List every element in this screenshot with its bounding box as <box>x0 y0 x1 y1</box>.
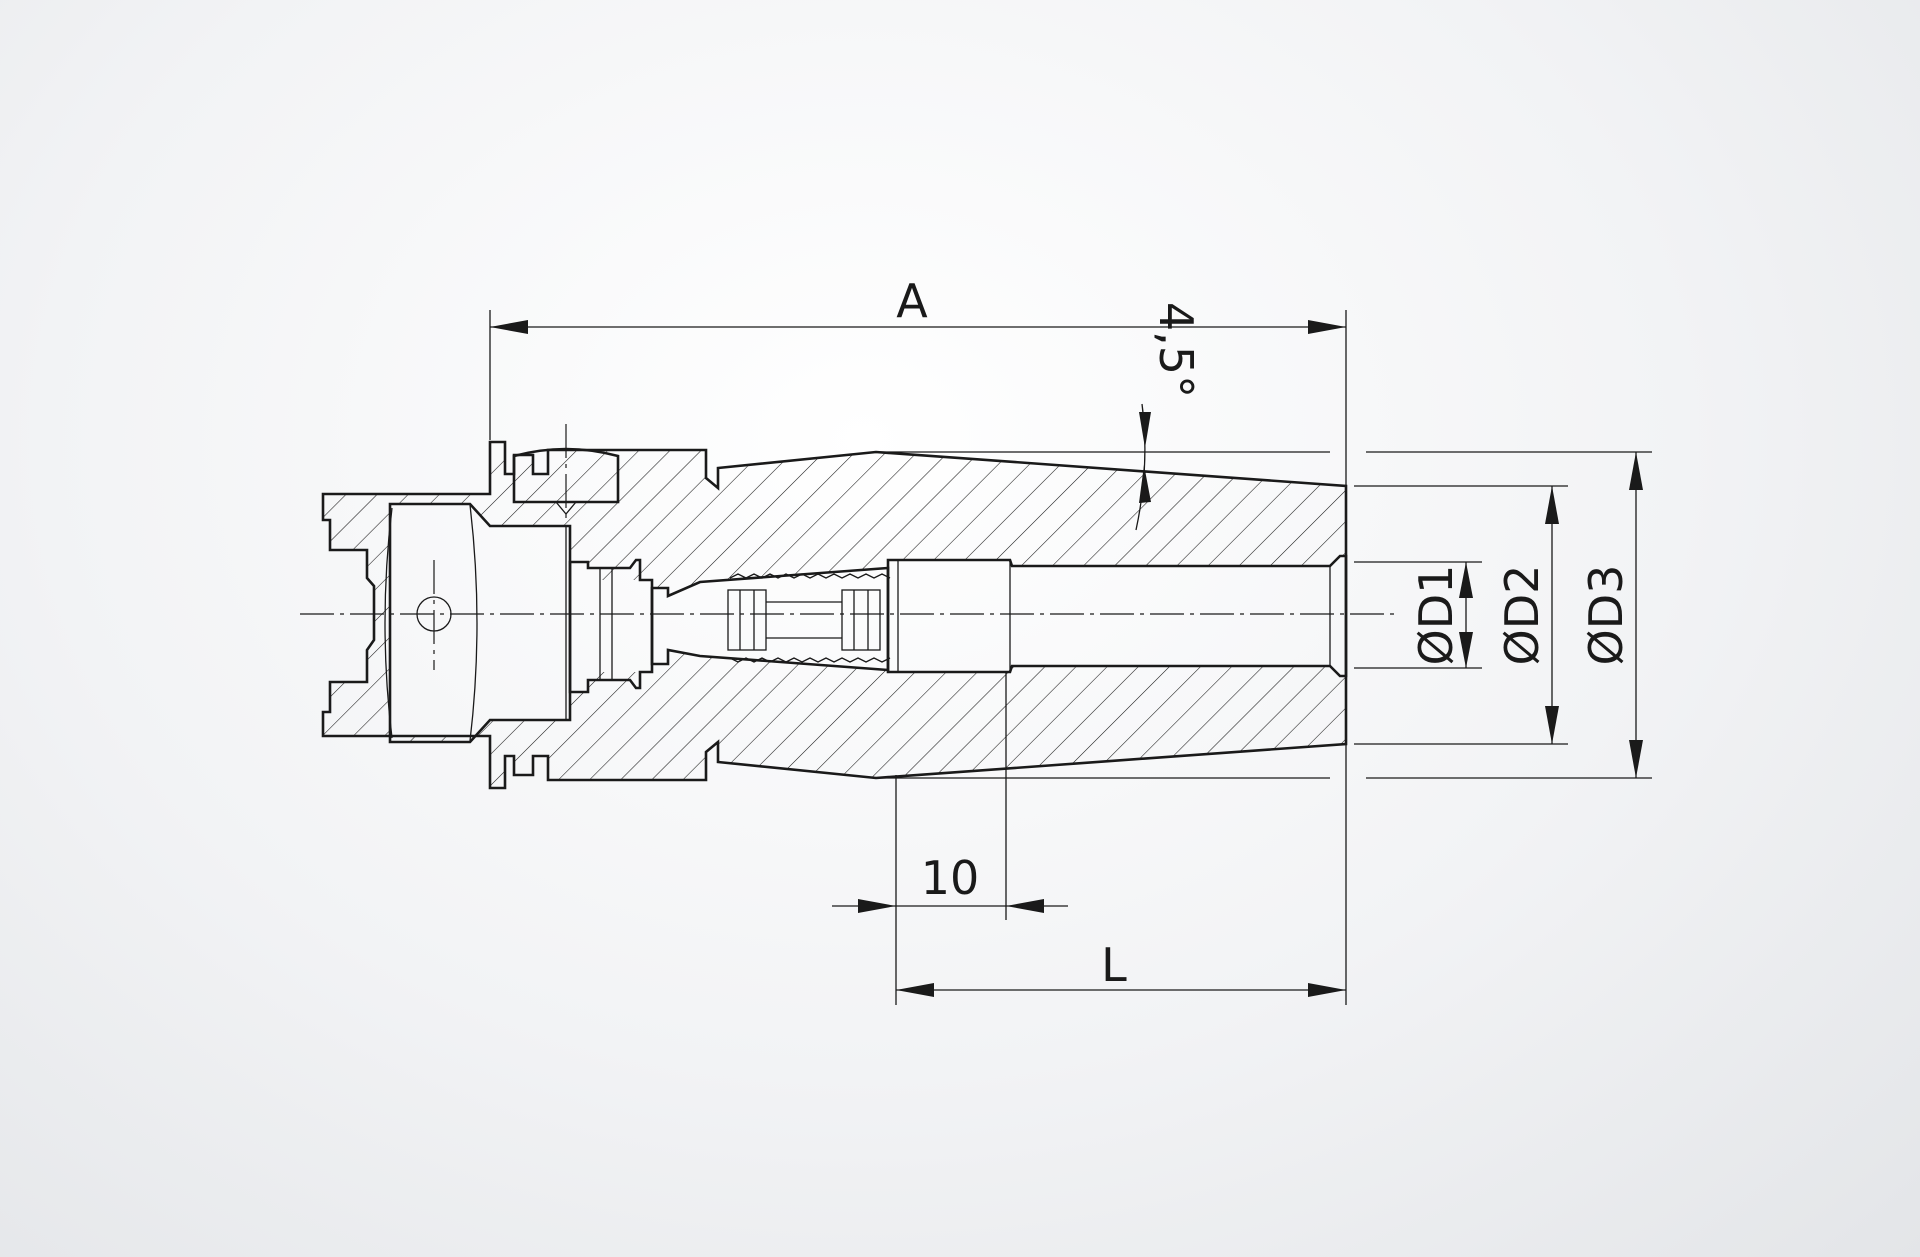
dim-d1-arrow-bottom <box>1459 632 1473 668</box>
dim-angle-arrow-top <box>1139 412 1151 448</box>
dim-10-label: 10 <box>921 851 980 905</box>
dim-a-label: A <box>896 274 928 328</box>
dim-angle-arrow-bottom <box>1139 465 1151 503</box>
dim-d2-arrow-top <box>1545 486 1559 524</box>
dim-d1-label: ØD1 <box>1409 565 1463 666</box>
dimension-10: 10 <box>832 851 1068 913</box>
dim-d3-label: ØD3 <box>1579 565 1633 666</box>
set-screw-1 <box>727 589 767 651</box>
dim-d2-arrow-bottom <box>1545 706 1559 744</box>
dim-d1-arrow-top <box>1459 562 1473 598</box>
dim-d2-label: ØD2 <box>1495 565 1549 666</box>
thread-top <box>729 573 891 579</box>
clamp-cavity <box>388 502 572 744</box>
pull-stud <box>568 558 654 694</box>
dim-a-arrow-left <box>490 320 528 334</box>
body-section <box>323 442 1346 788</box>
dim-l-arrow-right <box>1308 983 1346 997</box>
dimension-a: A <box>490 274 1346 334</box>
dim-10-arrow-left <box>858 899 896 913</box>
dim-10-arrow-right <box>1006 899 1044 913</box>
dim-l-label: L <box>1101 938 1127 992</box>
dim-d3-arrow-top <box>1629 452 1643 490</box>
shrink-bore <box>886 554 1348 678</box>
dim-a-arrow-right <box>1308 320 1346 334</box>
body-outline <box>321 440 1348 790</box>
thread-bottom <box>729 657 891 663</box>
drive-slot <box>512 447 620 504</box>
body-hatch-area <box>323 442 1346 788</box>
set-screw-2 <box>841 589 881 651</box>
clamp-ball-contour <box>384 504 478 742</box>
dim-angle-label: 4,5° <box>1149 302 1203 398</box>
dimension-d2: ØD2 <box>1495 486 1559 744</box>
dimension-l: L <box>896 938 1346 997</box>
dim-l-arrow-left <box>896 983 934 997</box>
dimension-d3: ØD3 <box>1579 452 1643 778</box>
dimension-angle: 4,5° <box>1135 302 1203 531</box>
dim-d3-arrow-bottom <box>1629 740 1643 778</box>
dimension-d1: ØD1 <box>1409 562 1473 668</box>
